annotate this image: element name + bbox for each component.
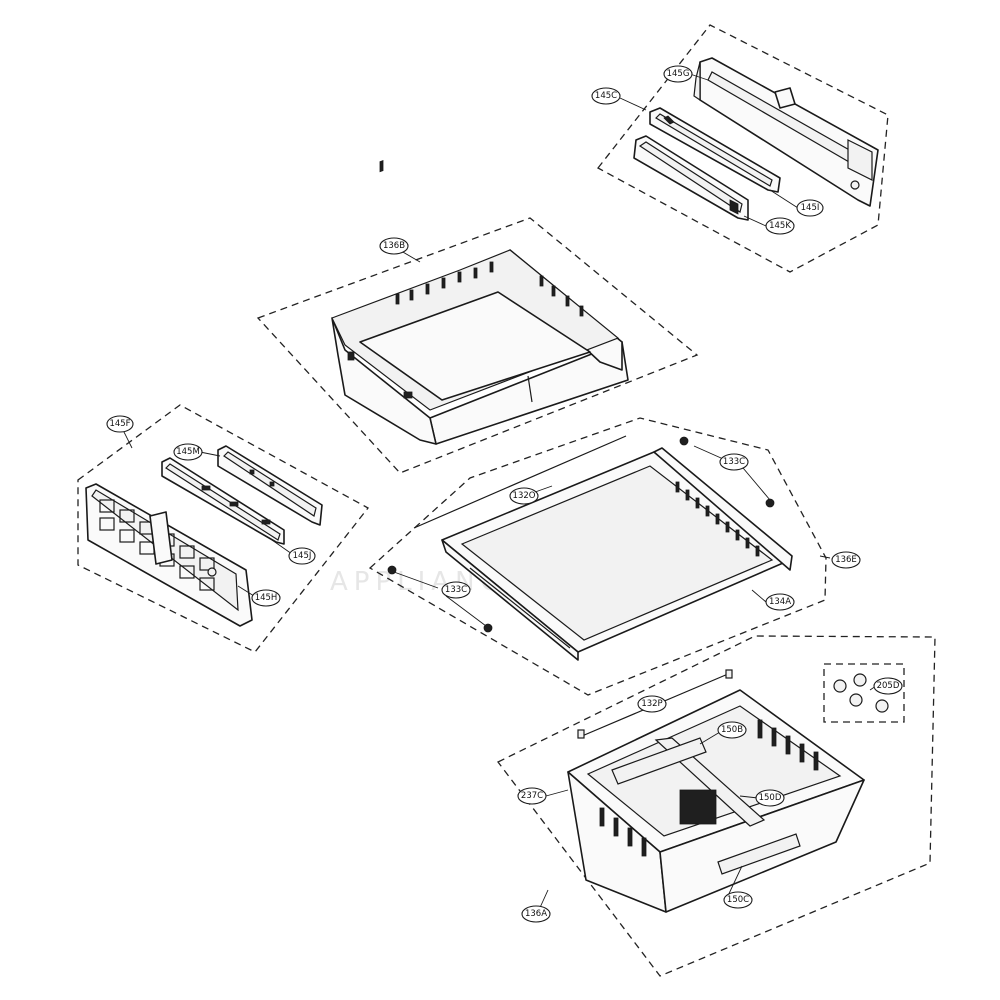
part-145M-rail xyxy=(217,445,323,526)
callout-205D[interactable]: 205D xyxy=(873,677,903,695)
callout-150C[interactable]: 150C xyxy=(723,891,753,909)
callout-145C[interactable]: 145C xyxy=(591,87,621,105)
part-145I-rail xyxy=(649,107,781,193)
group-145F-outline xyxy=(77,404,369,653)
callout-145I[interactable]: 145I xyxy=(796,199,824,217)
svg-text:136B: 136B xyxy=(383,241,405,251)
callout-150D[interactable]: 150D xyxy=(755,789,785,807)
svg-text:150D: 150D xyxy=(759,793,782,803)
svg-text:205D: 205D xyxy=(877,681,900,691)
svg-text:145I: 145I xyxy=(801,203,820,213)
callout-136E[interactable]: 136E xyxy=(831,551,861,569)
svg-text:150C: 150C xyxy=(727,895,749,905)
basket-slots xyxy=(599,719,819,857)
svg-text:136E: 136E xyxy=(835,555,857,565)
part-134A-tray xyxy=(441,447,793,661)
part-133C-cap-top xyxy=(679,436,775,508)
group-145C xyxy=(597,24,889,273)
callout-136A[interactable]: 136A xyxy=(521,905,551,923)
group-136E xyxy=(368,417,827,696)
svg-text:145H: 145H xyxy=(255,593,278,603)
part-150B-divider xyxy=(611,737,707,785)
callout-145K[interactable]: 145K xyxy=(765,217,795,235)
callout-150B[interactable]: 150B xyxy=(717,721,747,739)
tray-side-slots xyxy=(675,481,760,557)
callout-145G[interactable]: 145G xyxy=(663,65,693,83)
part-145G-bracket xyxy=(693,57,879,207)
drawer-vent-slots xyxy=(379,160,584,317)
group-136A-outline xyxy=(497,635,936,977)
callout-145M[interactable]: 145M xyxy=(173,443,203,461)
callout-132O[interactable]: 132O xyxy=(509,487,539,505)
svg-text:145G: 145G xyxy=(667,69,690,79)
group-136E-outline xyxy=(368,417,827,696)
svg-text:133C: 133C xyxy=(445,585,467,595)
svg-text:145J: 145J xyxy=(293,551,312,561)
part-145K-rail xyxy=(633,135,749,221)
svg-text:134A: 134A xyxy=(769,597,791,607)
part-150C-handle xyxy=(717,833,801,875)
svg-text:136A: 136A xyxy=(525,909,547,919)
part-145J-rail xyxy=(161,457,285,545)
svg-text:145F: 145F xyxy=(109,419,130,429)
part-132O-bar xyxy=(413,435,627,529)
group-145C-outline xyxy=(597,24,889,273)
svg-text:132P: 132P xyxy=(641,699,662,709)
part-205D-inset xyxy=(823,663,905,723)
part-145H-bracket xyxy=(85,483,253,627)
callout-133C-top[interactable]: 133C xyxy=(719,453,749,471)
svg-text:150B: 150B xyxy=(721,725,743,735)
svg-text:132O: 132O xyxy=(513,491,536,501)
part-136B-drawer xyxy=(331,160,629,445)
svg-text:237C: 237C xyxy=(521,791,543,801)
callout-136B[interactable]: 136B xyxy=(379,237,409,255)
callout-133C-bottom[interactable]: 133C xyxy=(441,581,471,599)
part-237C-basket xyxy=(567,689,865,913)
callout-237C[interactable]: 237C xyxy=(517,787,547,805)
group-145F xyxy=(77,404,369,653)
svg-text:145K: 145K xyxy=(769,221,791,231)
part-205D-feet xyxy=(833,673,889,713)
svg-text:145C: 145C xyxy=(595,91,617,101)
group-136B-outline xyxy=(256,217,699,474)
svg-text:133C: 133C xyxy=(723,457,745,467)
callout-145J[interactable]: 145J xyxy=(288,547,316,565)
callouts: 145C 145G 145I 145K 136B 145F 145M 145J xyxy=(106,65,903,923)
group-136B xyxy=(256,160,699,474)
callout-145H[interactable]: 145H xyxy=(251,589,281,607)
callout-134A[interactable]: 134A xyxy=(765,593,795,611)
callout-145F[interactable]: 145F xyxy=(106,415,134,433)
svg-text:145M: 145M xyxy=(176,447,200,457)
callout-132P[interactable]: 132P xyxy=(637,695,667,713)
group-136A xyxy=(497,635,936,977)
